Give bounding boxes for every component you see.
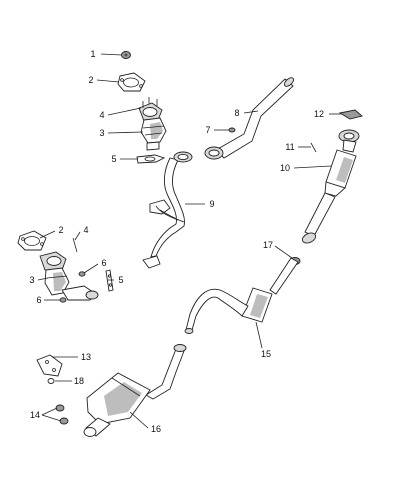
- part-bolt-6-a: [78, 271, 86, 277]
- callout-12: 12: [314, 109, 324, 119]
- part-gasket-2-upper: [117, 72, 146, 92]
- callout-15: 15: [261, 349, 271, 359]
- callout-2-lower: 2: [58, 225, 63, 235]
- callout-14: 14: [30, 410, 40, 420]
- callout-4-lower: 4: [83, 225, 88, 235]
- part-bolt-7: [228, 127, 236, 133]
- callout-5-lower: 5: [118, 275, 123, 285]
- part-pipe-8: [204, 77, 295, 160]
- part-converter-10: [301, 129, 360, 244]
- part-gasket-12: [338, 109, 363, 120]
- callout-3-upper: 3: [99, 128, 104, 138]
- part-gasket-5-lower: [105, 269, 114, 292]
- part-converter-3-upper: [138, 97, 167, 151]
- part-gasket-5-upper: [136, 154, 166, 164]
- callout-6-lower: 6: [36, 295, 41, 305]
- callout-10: 10: [280, 163, 290, 173]
- part-stud-11: [310, 142, 317, 153]
- callout-7: 7: [205, 125, 210, 135]
- callout-11: 11: [285, 142, 294, 152]
- callout-2-upper: 2: [88, 75, 93, 85]
- part-stud-4-lower: [72, 237, 78, 253]
- callout-9: 9: [209, 199, 214, 209]
- part-muffler-16: [83, 344, 187, 437]
- leader-lines: [37, 53, 341, 429]
- part-gasket-2-lower: [17, 230, 47, 251]
- callout-6-upper: 6: [101, 258, 106, 268]
- part-insulators-14: [55, 404, 69, 425]
- callout-labels: 1 2 4 3 5 8 7 12 11 10 9 2 4 6 5 3 6 17 …: [29, 49, 324, 434]
- callout-4-upper: 4: [99, 110, 104, 120]
- part-y-pipe-9: [142, 151, 193, 269]
- part-resonator-15: [184, 257, 299, 334]
- callout-1: 1: [90, 49, 95, 59]
- callout-16: 16: [151, 424, 161, 434]
- part-bolt-6-b: [59, 297, 67, 303]
- part-bracket-13: [36, 354, 63, 377]
- part-converter-3-lower: [39, 251, 99, 301]
- callout-18: 18: [74, 376, 84, 386]
- callout-5-upper: 5: [111, 154, 116, 164]
- part-nut-1: [121, 51, 131, 59]
- callout-17: 17: [263, 240, 273, 250]
- callout-13: 13: [81, 352, 91, 362]
- part-nut-18: [47, 378, 55, 384]
- callout-3-lower: 3: [29, 275, 34, 285]
- callout-8: 8: [234, 108, 239, 118]
